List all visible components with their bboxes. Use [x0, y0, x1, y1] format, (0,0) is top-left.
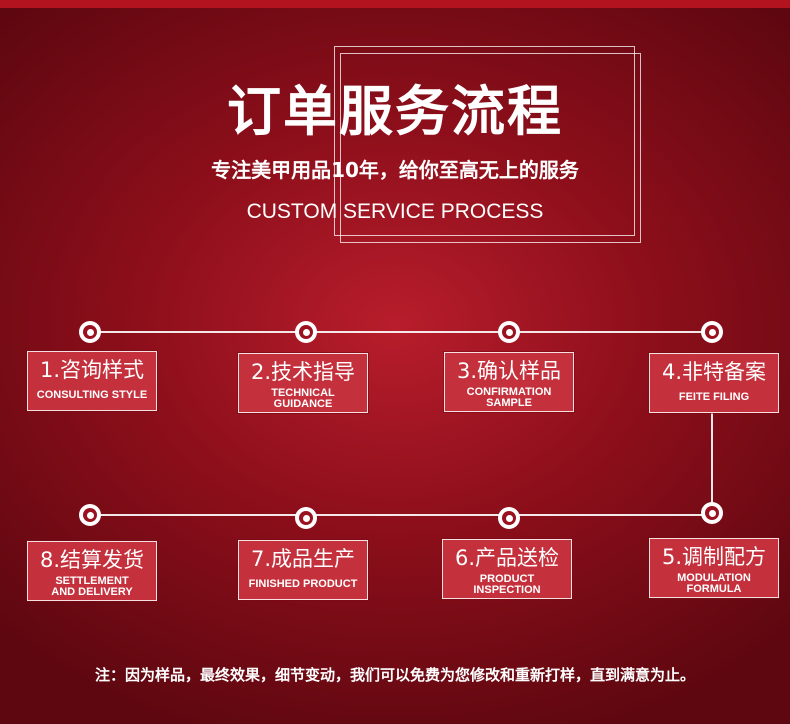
- row2-connector-line: [90, 514, 712, 516]
- step-2-english-label: TECHNICAL GUIDANCE: [271, 387, 335, 410]
- step-6-english-label: PRODUCT INSPECTION: [473, 573, 541, 596]
- step-4-english-label: FEITE FILING: [678, 391, 750, 403]
- step-1-english-label: CONSULTING STYLE: [36, 389, 148, 401]
- step-1-consulting-style: 1.咨询样式 CONSULTING STYLE: [27, 351, 157, 411]
- step-6-chinese-label: 6.产品送检: [454, 546, 560, 570]
- step-6-product-inspection: 6.产品送检 PRODUCT INSPECTION: [442, 539, 572, 599]
- timeline-node-4: [701, 321, 723, 343]
- timeline-node-7: [295, 507, 317, 529]
- step-5-modulation-formula: 5.调制配方 MODULATION FORMULA: [649, 538, 779, 598]
- timeline-node-3: [498, 321, 520, 343]
- step-3-chinese-label: 3.确认样品: [456, 359, 562, 383]
- step-3-english-label: CONFIRMATION SAMPLE: [466, 386, 552, 409]
- row1-connector-line: [90, 331, 712, 333]
- step-8-settlement-delivery: 8.结算发货 SETTLEMENT AND DELIVERY: [27, 541, 157, 601]
- step-1-chinese-label: 1.咨询样式: [39, 358, 145, 382]
- step-8-chinese-label: 8.结算发货: [39, 548, 145, 572]
- step-7-chinese-label: 7.成品生产: [250, 547, 356, 571]
- step-5-chinese-label: 5.调制配方: [661, 545, 767, 569]
- timeline-node-5: [701, 502, 723, 524]
- page-title: 订单服务流程: [227, 80, 563, 143]
- decorative-frame-outer: [334, 46, 635, 236]
- timeline-node-6: [498, 507, 520, 529]
- english-title: CUSTOM SERVICE PROCESS: [246, 200, 544, 223]
- step-7-finished-product: 7.成品生产 FINISHED PRODUCT: [238, 540, 368, 600]
- timeline-node-8: [79, 504, 101, 526]
- top-accent-band: [0, 0, 790, 8]
- footnote: 注：因为样品，最终效果，细节变动，我们可以免费为您修改和重新打样，直到满意为止。: [94, 666, 695, 684]
- timeline-node-2: [295, 321, 317, 343]
- step-2-technical-guidance: 2.技术指导 TECHNICAL GUIDANCE: [238, 353, 368, 413]
- page-subtitle: 专注美甲用品10年，给你至高无上的服务: [211, 158, 579, 182]
- timeline-node-1: [79, 321, 101, 343]
- step-3-confirmation-sample: 3.确认样品 CONFIRMATION SAMPLE: [444, 352, 574, 412]
- step-2-chinese-label: 2.技术指导: [250, 360, 356, 384]
- step-5-english-label: MODULATION FORMULA: [677, 572, 751, 595]
- step-4-feite-filing: 4.非特备案 FEITE FILING: [649, 353, 779, 413]
- step-7-english-label: FINISHED PRODUCT: [248, 578, 358, 590]
- step-4-chinese-label: 4.非特备案: [661, 360, 767, 384]
- step-8-english-label: SETTLEMENT AND DELIVERY: [51, 575, 133, 598]
- vertical-connector-line: [711, 412, 713, 514]
- decorative-frame-inner: [340, 53, 641, 243]
